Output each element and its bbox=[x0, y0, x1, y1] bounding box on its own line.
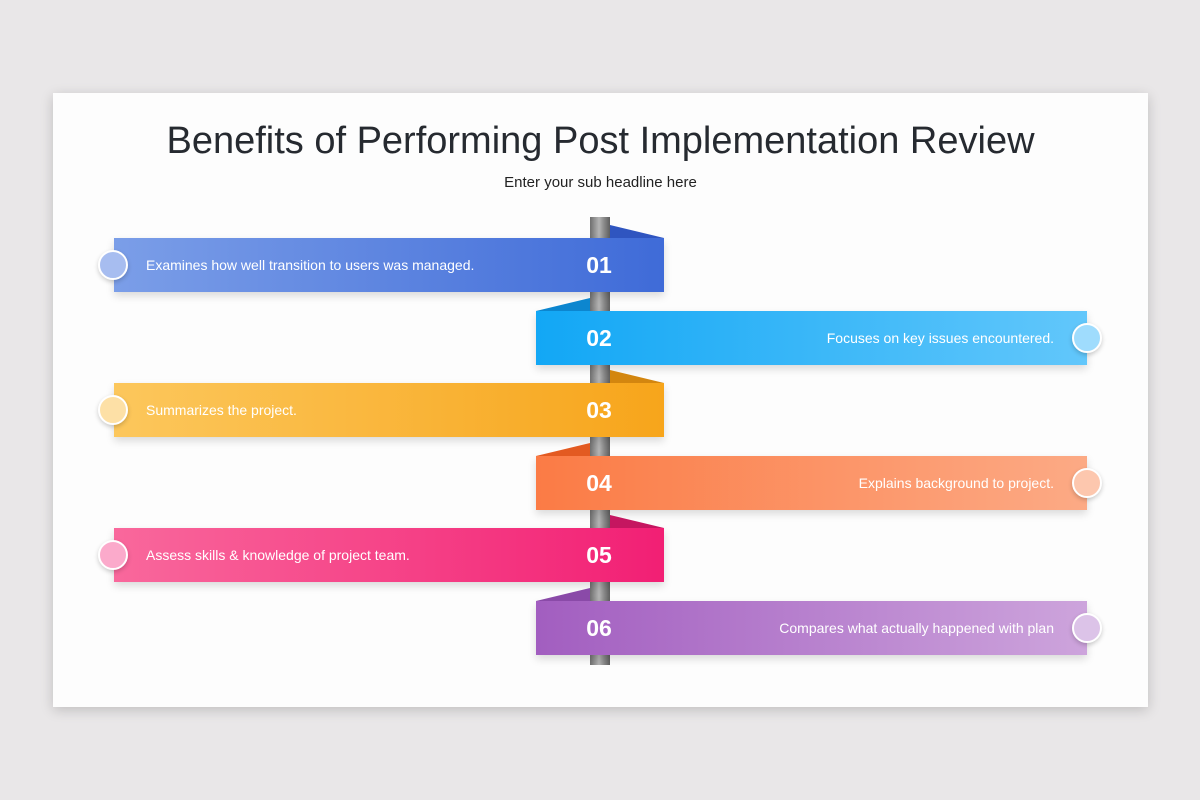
step-text: Assess skills & knowledge of project tea… bbox=[146, 547, 410, 563]
step-banner-2: 02 Focuses on key issues encountered. bbox=[536, 298, 1102, 365]
banner-fold bbox=[610, 225, 664, 238]
step-text: Focuses on key issues encountered. bbox=[826, 330, 1054, 346]
step-number: 05 bbox=[586, 542, 612, 568]
banner-fold bbox=[536, 588, 590, 601]
step-text: Examines how well transition to users wa… bbox=[146, 257, 475, 273]
step-banner-3: Summarizes the project. 03 bbox=[98, 370, 664, 437]
step-banner-1: Examines how well transition to users wa… bbox=[98, 225, 664, 292]
step-marker-dot bbox=[98, 250, 128, 280]
banner-fold bbox=[610, 515, 664, 528]
slide-subtitle: Enter your sub headline here bbox=[504, 174, 697, 191]
step-banner-5: Assess skills & knowledge of project tea… bbox=[98, 515, 664, 582]
step-number: 06 bbox=[586, 615, 612, 641]
banner-fold bbox=[536, 443, 590, 456]
step-number: 03 bbox=[586, 397, 612, 423]
banner-fold bbox=[610, 370, 664, 383]
step-text: Summarizes the project. bbox=[146, 402, 297, 418]
step-number: 02 bbox=[586, 325, 612, 351]
step-banner-6: 06 Compares what actually happened with … bbox=[536, 588, 1102, 655]
step-number: 04 bbox=[586, 470, 612, 496]
step-marker-dot bbox=[1072, 468, 1102, 498]
step-text: Compares what actually happened with pla… bbox=[779, 620, 1054, 636]
step-marker-dot bbox=[1072, 613, 1102, 643]
step-banner-4: 04 Explains background to project. bbox=[536, 443, 1102, 510]
step-number: 01 bbox=[586, 252, 612, 278]
step-marker-dot bbox=[1072, 323, 1102, 353]
step-marker-dot bbox=[98, 540, 128, 570]
slide-title: Benefits of Performing Post Implementati… bbox=[166, 120, 1035, 162]
step-marker-dot bbox=[98, 395, 128, 425]
banner-fold bbox=[536, 298, 590, 311]
step-text: Explains background to project. bbox=[858, 475, 1054, 491]
slide: Benefits of Performing Post Implementati… bbox=[53, 93, 1148, 707]
